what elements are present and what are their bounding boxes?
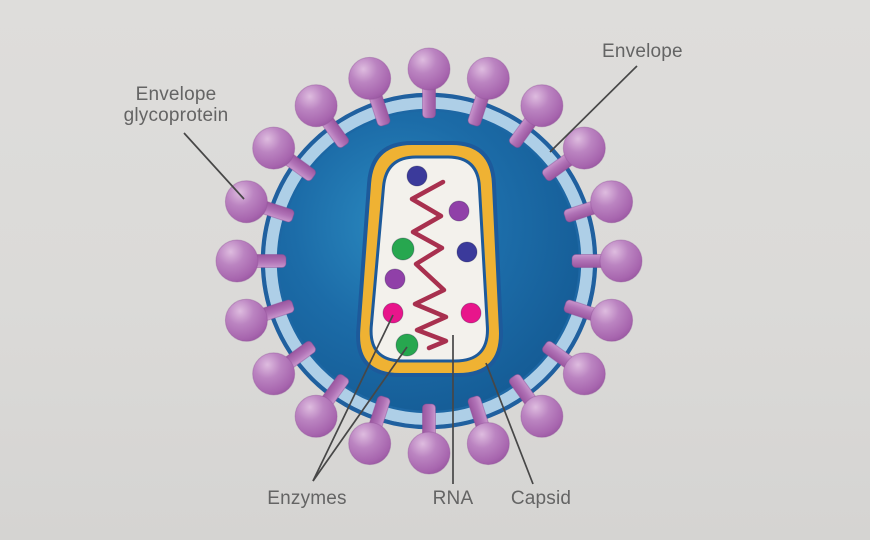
label-envelope: Envelope (602, 41, 683, 62)
glycoprotein-spike-head (348, 422, 392, 466)
leader-line-envelope-glycoprotein (183, 132, 245, 200)
glycoprotein-spike-head (590, 298, 634, 342)
leader-line-capsid (485, 362, 534, 485)
glycoprotein-spike-head (520, 84, 564, 128)
glycoprotein-spike-head (407, 431, 451, 475)
label-rna: RNA (432, 488, 474, 509)
enzyme-dot (382, 302, 404, 324)
label-enzymes: Enzymes (267, 488, 347, 509)
glycoprotein-spike-head (224, 180, 268, 224)
glycoprotein-spike-head (294, 394, 338, 438)
glycoprotein-spike-head (215, 239, 259, 283)
enzyme-dot (460, 302, 482, 324)
glycoprotein-spike-head (590, 180, 634, 224)
rna-strand (409, 179, 449, 351)
enzyme-dot (391, 237, 415, 261)
glycoprotein-spike-head (599, 239, 643, 283)
glycoprotein-spike-head (466, 422, 510, 466)
glycoprotein-spike-head (224, 298, 268, 342)
label-capsid: Capsid (510, 488, 572, 509)
leader-line-enzymes-1 (312, 314, 394, 482)
glycoprotein-spike-head (466, 56, 510, 100)
glycoprotein-spike-head (407, 47, 451, 91)
glycoprotein-spike-head (252, 126, 296, 170)
spike-heads-group (215, 47, 643, 475)
enzyme-dots-group (382, 165, 482, 357)
leader-line-envelope (549, 65, 638, 153)
glycoprotein-spike-head (348, 56, 392, 100)
glycoprotein-spike-head (562, 126, 606, 170)
enzyme-dot (456, 241, 478, 263)
leader-line-enzymes-2 (312, 346, 408, 482)
glycoprotein-spike-head (562, 352, 606, 396)
glycoprotein-spike-head (252, 352, 296, 396)
enzyme-dot (448, 200, 470, 222)
label-envelope-glycoprotein: Envelope glycoprotein (123, 84, 229, 127)
glycoprotein-spike-head (520, 394, 564, 438)
enzyme-dot (406, 165, 428, 187)
enzyme-dot (395, 333, 419, 357)
enzyme-dot (384, 268, 406, 290)
glycoprotein-spike-head (294, 84, 338, 128)
